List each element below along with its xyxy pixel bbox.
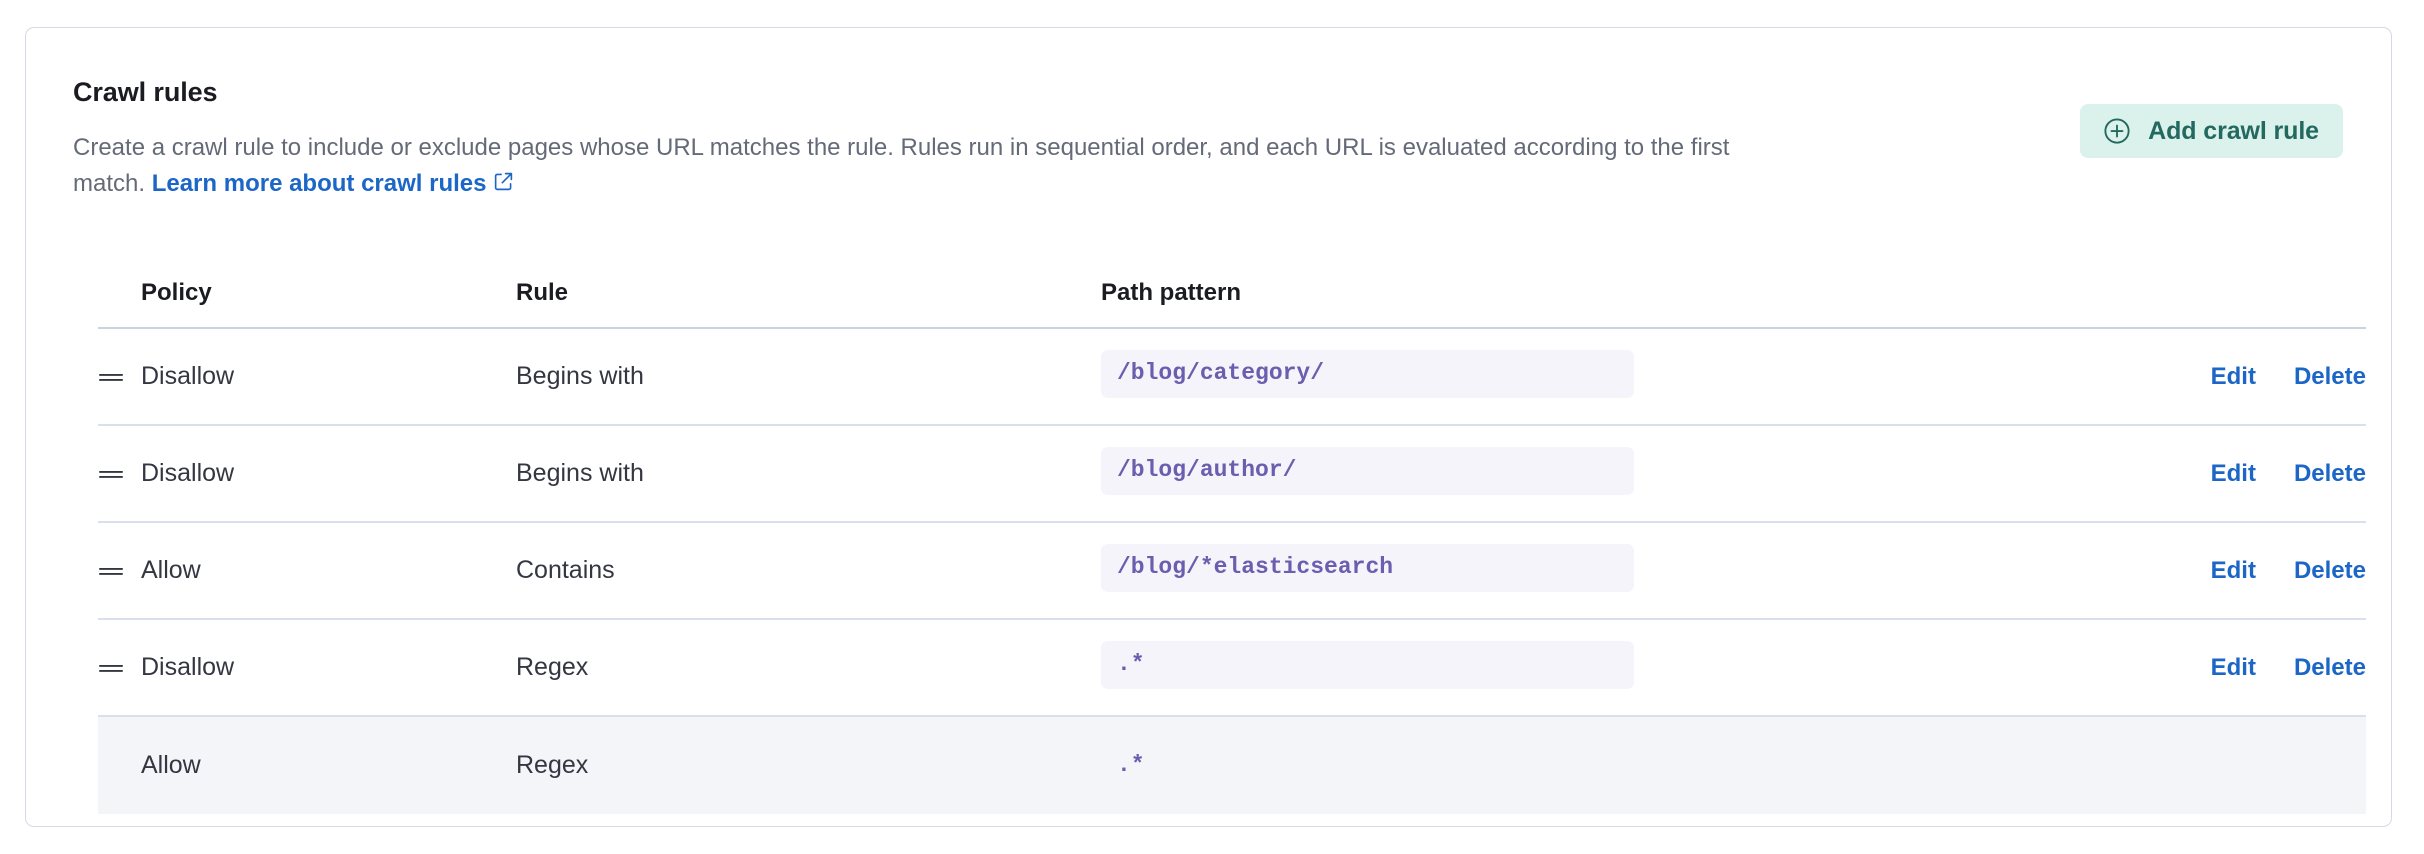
- row-policy: Allow: [141, 751, 201, 779]
- table-header-row: Policy Rule Path pattern: [98, 281, 2366, 329]
- external-link-icon: [493, 171, 514, 192]
- table-row: Disallow Regex .* Edit Delete: [98, 620, 2366, 717]
- row-path-pattern: .*: [1117, 751, 1145, 778]
- crawl-rules-table: Policy Rule Path pattern Disallow Begins…: [98, 281, 2366, 814]
- edit-link[interactable]: Edit: [2210, 556, 2256, 584]
- row-path-pattern: .*: [1101, 641, 1634, 689]
- row-rule: Regex: [516, 751, 589, 779]
- plus-circle-icon: [2102, 116, 2132, 146]
- row-rule: Begins with: [516, 459, 644, 487]
- add-crawl-rule-label: Add crawl rule: [2148, 116, 2319, 145]
- learn-more-label: Learn more about crawl rules: [151, 169, 487, 197]
- card-header: Crawl rules Create a crawl rule to inclu…: [73, 76, 2344, 201]
- edit-link[interactable]: Edit: [2210, 653, 2256, 681]
- delete-link[interactable]: Delete: [2293, 459, 2366, 487]
- row-policy: Disallow: [141, 653, 235, 681]
- row-rule: Contains: [516, 556, 615, 584]
- table-row: Disallow Begins with /blog/category/ Edi…: [98, 329, 2366, 426]
- row-rule: Regex: [516, 653, 589, 681]
- description-text: Create a crawl rule to include or exclud…: [73, 134, 1730, 197]
- column-header-rule: Rule: [516, 279, 569, 306]
- row-path-pattern: /blog/*elasticsearch: [1101, 544, 1634, 592]
- crawl-rules-card: Crawl rules Create a crawl rule to inclu…: [25, 27, 2392, 827]
- drag-handle-icon[interactable]: [98, 369, 124, 385]
- row-policy: Disallow: [141, 459, 235, 487]
- table-row: Allow Contains /blog/*elasticsearch Edit…: [98, 523, 2366, 620]
- drag-handle-icon[interactable]: [98, 466, 124, 482]
- row-rule: Begins with: [516, 362, 644, 390]
- row-path-pattern: /blog/author/: [1101, 447, 1634, 495]
- column-header-path-pattern: Path pattern: [1101, 279, 1242, 306]
- row-policy: Disallow: [141, 362, 235, 390]
- add-crawl-rule-button[interactable]: Add crawl rule: [2080, 104, 2343, 158]
- row-policy: Allow: [141, 556, 201, 584]
- delete-link[interactable]: Delete: [2293, 362, 2366, 390]
- drag-handle-icon[interactable]: [98, 660, 124, 676]
- table-row-default: Allow Regex .*: [98, 717, 2366, 814]
- table-row: Disallow Begins with /blog/author/ Edit …: [98, 426, 2366, 523]
- column-header-policy: Policy: [141, 279, 212, 306]
- row-path-pattern: /blog/category/: [1101, 350, 1634, 398]
- delete-link[interactable]: Delete: [2293, 556, 2366, 584]
- card-description: Create a crawl rule to include or exclud…: [73, 130, 1753, 201]
- delete-link[interactable]: Delete: [2293, 653, 2366, 681]
- learn-more-link[interactable]: Learn more about crawl rules: [152, 170, 515, 197]
- edit-link[interactable]: Edit: [2210, 459, 2256, 487]
- edit-link[interactable]: Edit: [2210, 362, 2256, 390]
- page-title: Crawl rules: [73, 77, 218, 107]
- drag-handle-icon[interactable]: [98, 563, 124, 579]
